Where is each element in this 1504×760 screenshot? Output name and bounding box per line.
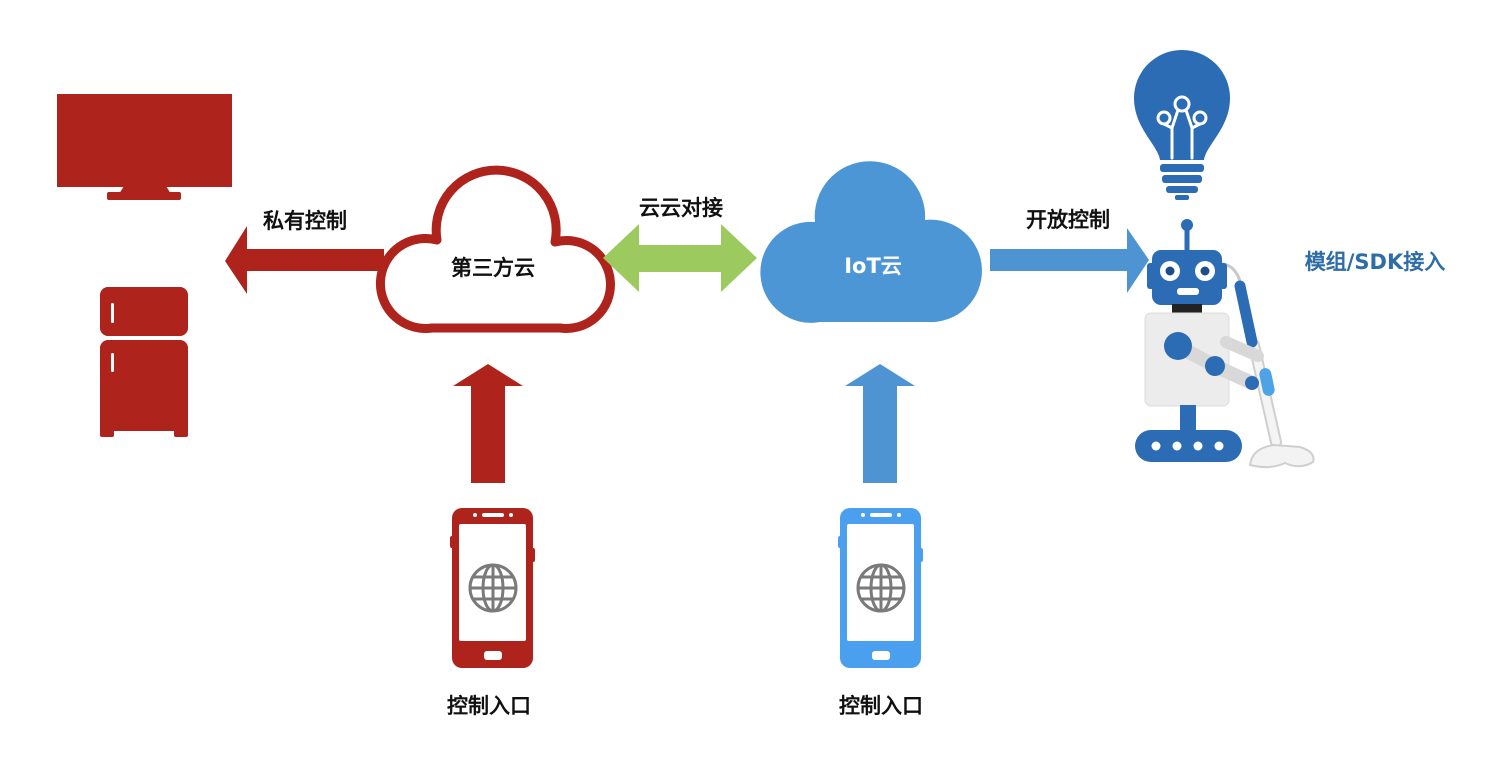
globe-icon [468,563,518,613]
third-party-control-up-arrow [453,364,523,483]
robot-pupil-left [1165,266,1175,276]
bulb-base-ring-3 [1166,186,1198,193]
robot-mouth [1177,288,1199,295]
robot-antenna-tip [1181,219,1193,231]
robot-leg [1180,405,1196,433]
phone-home-button [484,651,502,660]
robot-hand [1245,376,1259,390]
phone-speaker [870,513,892,517]
globe-icon [856,563,906,613]
private-control-label: 私有控制 [263,209,347,233]
fridge-foot-right [174,420,188,437]
robot-upper-arm [1220,336,1264,362]
light-bulb-icon [1134,50,1230,200]
tv-stand-base [107,192,181,200]
robot-wheel [1151,441,1161,451]
phone-sensor [509,513,513,517]
fridge-handle-top [111,303,114,323]
fridge-freezer-door [100,287,188,336]
bulb-base-ring-2 [1162,175,1202,183]
robot-pupil-right [1200,266,1210,276]
third-party-cloud: 第三方云 [375,165,615,333]
fridge-foot-left [100,420,114,437]
tv-icon [57,94,232,200]
control-entry-label-right: 控制入口 [839,694,923,718]
smartphone-icon [450,508,535,668]
robot-wheel [1214,441,1224,451]
iot-control-up-arrow [845,364,915,483]
fridge-handle-bottom [111,353,114,372]
phone-camera [861,513,865,517]
open-control-label: 开放控制 [1026,208,1110,232]
module-sdk-access-label: 模组/SDK接入 [1305,250,1446,274]
bulb-base-tip [1175,195,1189,200]
fridge-main-door [100,340,188,431]
phone-camera [473,513,477,517]
smartphone-icon [838,508,923,668]
iot-cloud-label: IoT云 [844,254,902,278]
robot-wheel [1193,441,1203,451]
third-party-cloud-label: 第三方云 [451,256,535,280]
phone-speaker [482,513,504,517]
cloud-to-cloud-label: 云云对接 [639,196,723,220]
mop-head [1248,443,1315,469]
bulb-base-ring-1 [1160,164,1204,172]
open-control-arrow [990,228,1149,293]
third-party-cloud-icon [375,165,615,333]
cloud-to-cloud-arrow [603,224,757,292]
control-entry-label-left: 控制入口 [447,694,531,718]
fridge-icon [100,287,188,437]
robot-elbow-joint [1205,356,1225,376]
robot-tracks [1135,430,1242,462]
robot-wheel [1172,441,1182,451]
private-control-arrow [225,226,384,294]
robot-shoulder-joint [1164,332,1192,360]
iot-cloud: IoT云 [760,161,982,323]
tv-screen [57,94,232,187]
iot-cloud-icon [760,161,982,323]
phone-sensor [897,513,901,517]
mop-handle [1234,280,1258,348]
bulb-filament [1156,95,1208,160]
phone-home-button [872,651,890,660]
robot-neck [1172,304,1202,314]
mop-grip [1259,368,1275,396]
robot-icon [1135,219,1264,462]
bulb-glass [1134,50,1230,160]
